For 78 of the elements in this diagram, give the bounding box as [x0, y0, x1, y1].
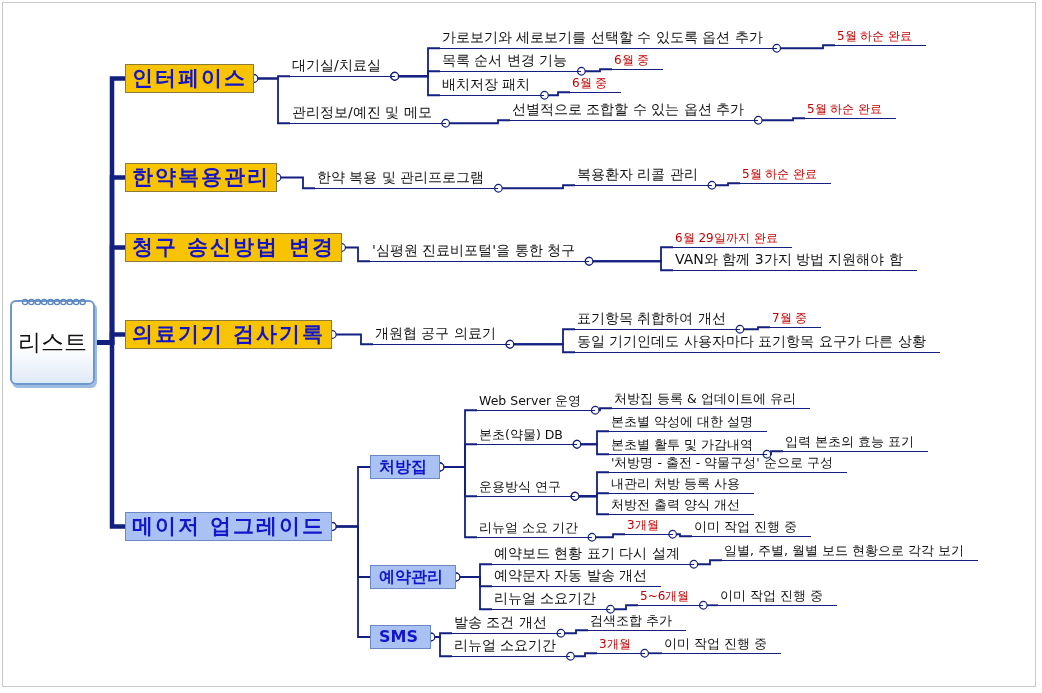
topic-box: 처방집	[370, 455, 440, 479]
connector-line	[576, 66, 613, 76]
connector-line	[668, 529, 693, 539]
underlined-topic: '처방명 - 출전 - 약물구성' 순으로 구성	[609, 454, 847, 473]
underlined-topic: 예약문자 자동 발송 개선	[492, 565, 662, 587]
connector-line	[570, 491, 610, 516]
underlined-topic: 본초(약물) DB	[477, 426, 577, 445]
status-note: 5월 하순 완료	[740, 166, 832, 184]
connector-line	[753, 115, 806, 125]
underlined-topic: 이미 작업 진행 중	[692, 518, 811, 537]
underlined-topic: '심평원 진료비포털'을 통한 청구	[370, 240, 590, 262]
connector-line	[640, 648, 663, 658]
topic-box: SMS	[370, 625, 431, 649]
topic-box: 의료기기 검사기록	[125, 320, 333, 349]
underlined-topic: 이미 작업 진행 중	[718, 587, 837, 606]
connector-line	[493, 183, 576, 193]
underlined-topic: 내관리 처방 등록 사용	[609, 475, 754, 494]
connector-line	[390, 71, 441, 97]
underlined-topic: 개원협 공구 의료기	[373, 323, 510, 345]
underlined-topic: 동일 기기인데도 사용자마다 표기항목 요구가 다른 상황	[575, 331, 940, 353]
underlined-topic: 처방집 등록 & 업데이트에 유리	[612, 390, 810, 409]
connector-line	[762, 449, 784, 459]
underlined-topic: 관리정보/예진 및 메모	[290, 102, 446, 124]
underlined-topic: Web Server 운영	[477, 392, 596, 411]
underlined-topic: 이미 작업 진행 중	[662, 635, 781, 654]
topic-box: 예약관리	[370, 565, 456, 589]
connector-line	[505, 339, 576, 354]
underlined-topic: 발송 조건 개선	[452, 612, 561, 634]
connector-line	[95, 340, 125, 529]
underlined-topic: 본초별 약성에 대한 설명	[609, 413, 767, 432]
status-note: 6월 29일까지 완료	[673, 230, 792, 248]
status-note: 5월 하순 완료	[805, 101, 897, 119]
status-note: 5월 하순 완료	[835, 28, 927, 46]
status-note: 5~6개월	[638, 588, 704, 606]
status-note: 7월 중	[770, 310, 822, 328]
underlined-topic: 입력 본초의 효능 표기	[783, 433, 928, 452]
connector-line	[556, 628, 589, 638]
connector-line	[441, 118, 511, 128]
underlined-topic: 리뉴얼 소요 기간	[477, 519, 592, 538]
connector-line	[587, 532, 626, 542]
underlined-topic: 배치저장 패치	[440, 74, 545, 96]
underlined-topic: 처방전 출력 양식 개선	[609, 496, 754, 515]
underlined-topic: 본초별 활투 및 가감내역	[609, 436, 767, 455]
status-note: 6월 중	[570, 75, 622, 93]
topic-box: 한약복용관리	[125, 163, 277, 192]
connector-line	[540, 90, 571, 100]
underlined-topic: 예약보드 현황 표기 다시 설계	[492, 543, 694, 565]
underlined-topic: 리뉴얼 소요기간	[492, 588, 611, 610]
connector-line	[590, 405, 613, 415]
topic-box: 인터페이스	[125, 64, 254, 93]
underlined-topic: 가로보기와 세로보기를 선택할 수 있도록 옵션 추가	[440, 27, 777, 49]
underlined-topic: 한약 복용 및 관리프로그램	[315, 167, 499, 189]
underlined-topic: 대기실/치료실	[290, 55, 395, 77]
underlined-topic: 리뉴얼 소요기간	[452, 635, 571, 657]
connector-line	[707, 180, 741, 190]
node-label: 리스트	[18, 328, 87, 357]
connector-line	[735, 324, 771, 334]
connector-line	[689, 559, 723, 569]
notepad-box	[10, 300, 95, 385]
topic-box: 메이저 업그레이드	[125, 512, 333, 541]
connector-line	[572, 439, 610, 456]
status-note: 3개월	[597, 636, 645, 654]
underlined-topic: 일별, 주별, 월별 보드 현황으로 각각 보기	[722, 542, 978, 561]
connector-line	[584, 256, 674, 272]
underlined-topic: VAN와 함께 3가지 방법 지원해야 함	[673, 249, 917, 271]
connector-line	[772, 43, 836, 53]
connector-line	[698, 600, 719, 610]
connector-line	[606, 604, 639, 614]
underlined-topic: 목록 순서 변경 기능	[440, 50, 582, 72]
underlined-topic: 운용방식 연구	[477, 478, 575, 497]
underlined-topic: 검색조합 추가	[588, 612, 686, 631]
connector-line	[566, 651, 598, 661]
underlined-topic: 표기항목 취합하여 개선	[575, 308, 740, 330]
status-note: 6월 중	[612, 52, 664, 70]
status-note: 3개월	[625, 517, 673, 535]
underlined-topic: 복용환자 리콜 관리	[575, 164, 712, 186]
topic-box: 청구 송신방법 변경	[125, 233, 342, 262]
underlined-topic: 선별적으로 조합할 수 있는 옵션 추가	[510, 99, 759, 121]
